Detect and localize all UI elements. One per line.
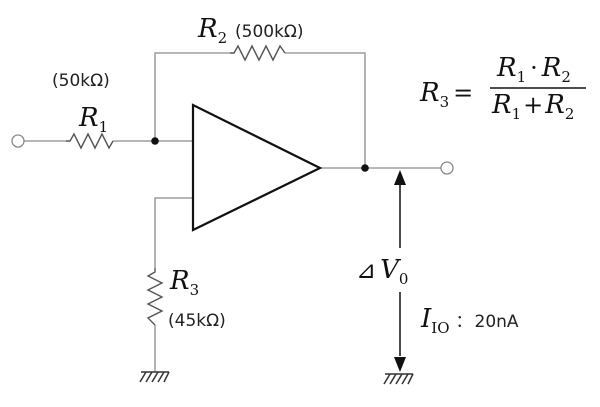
r2-value-label: (500kΩ): [235, 22, 304, 42]
input-offset-current-label: IIO：20nA: [420, 304, 519, 337]
junction-inverting-node: [151, 137, 159, 145]
r1-label: R1: [78, 103, 108, 136]
r3-label: R3: [169, 266, 199, 299]
resistor-r3: [146, 268, 164, 326]
input-terminal: [11, 134, 25, 148]
resistor-r2: [230, 44, 286, 62]
ground-symbol-right: [383, 373, 414, 385]
circuit-wires: [24, 52, 441, 372]
delta-v0-label: ⊿V0: [356, 255, 408, 288]
r3-value-label: (45kΩ): [168, 311, 226, 331]
formula-denominator: R1+R2: [491, 90, 574, 123]
ground-symbol-left: [139, 371, 170, 383]
junction-output-node: [361, 164, 369, 172]
formula-lhs: R3=: [419, 78, 473, 111]
r1-value-label: (50kΩ): [52, 71, 110, 91]
r3-formula: R3= R1·R2 R1+R2: [419, 53, 586, 123]
io-current-arrow: [394, 292, 406, 372]
delta-v0-arrow: [394, 170, 406, 248]
formula-numerator: R1·R2: [496, 53, 571, 86]
r2-label: R2: [197, 14, 227, 47]
op-amp: [191, 103, 323, 232]
output-terminal: [440, 161, 454, 175]
resistor-r1: [66, 132, 114, 150]
